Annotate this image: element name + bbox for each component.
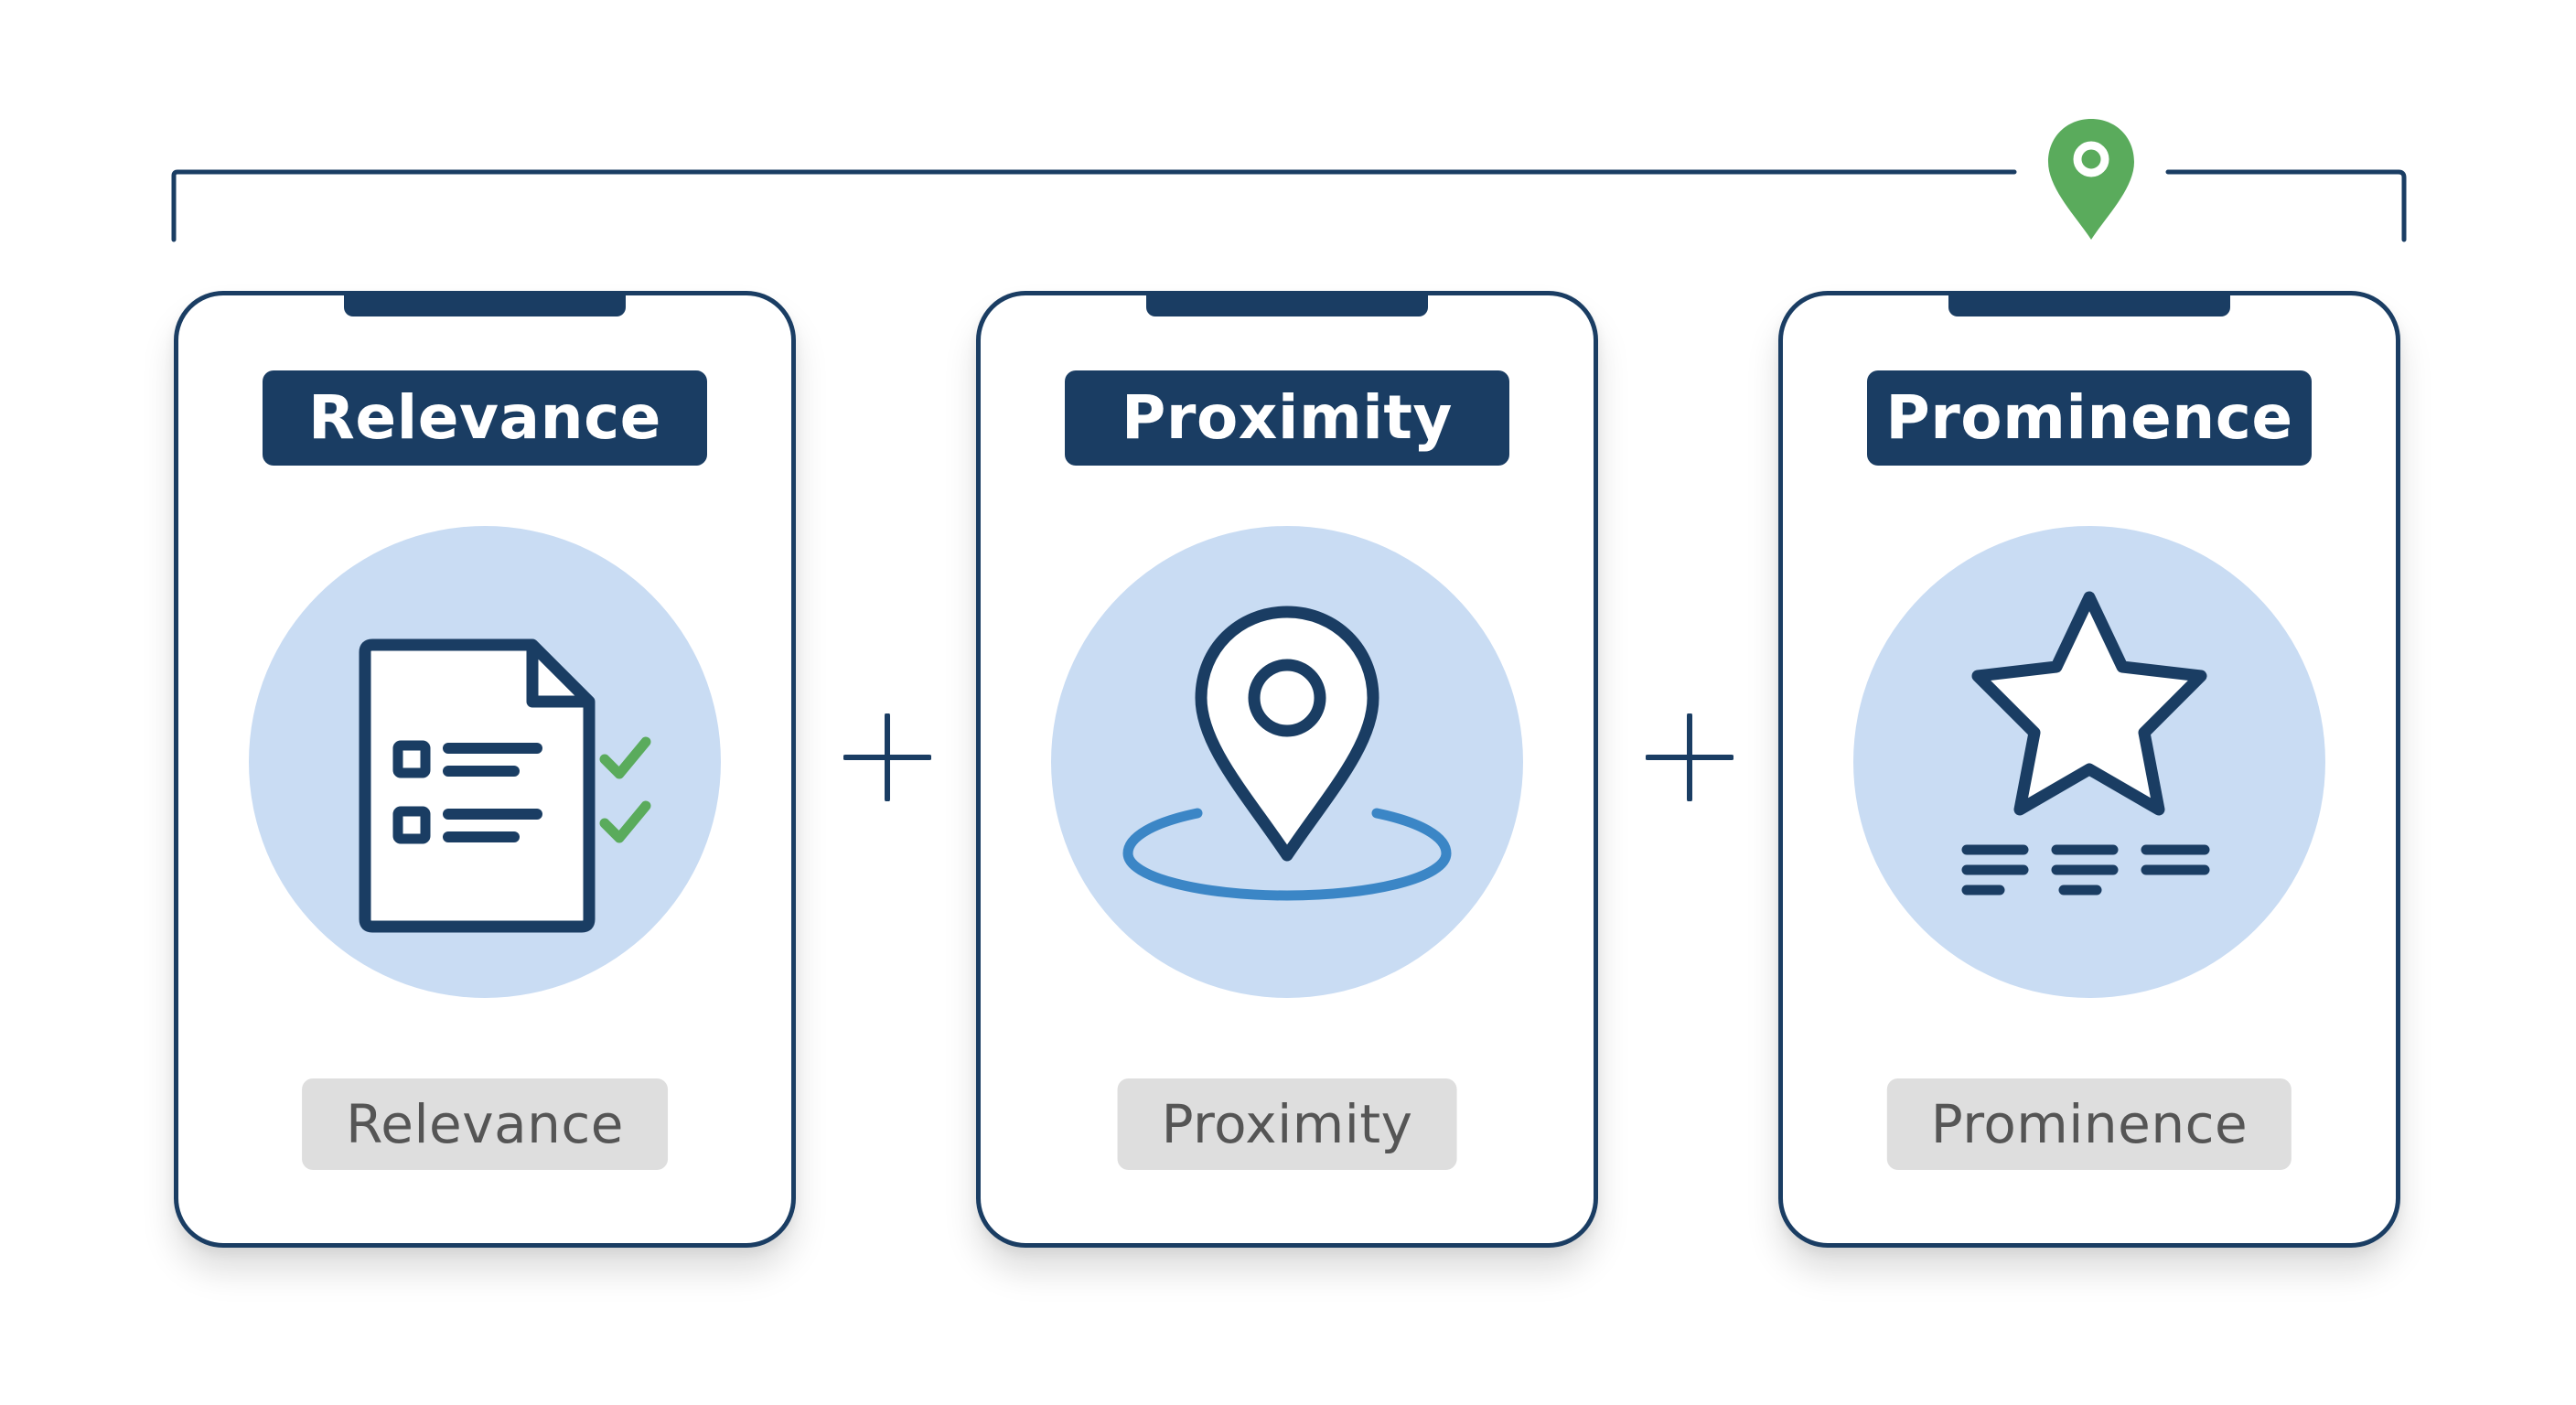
card-caption: Prominence: [1886, 1078, 2292, 1170]
card-tab: [1948, 291, 2230, 316]
card-tab: [344, 291, 626, 316]
card-title: Relevance: [263, 370, 707, 466]
prominence-card: Prominence Prominence: [1778, 291, 2400, 1248]
proximity-card: Proximity Proximity: [976, 291, 1598, 1248]
plus-icon: [843, 713, 931, 801]
relevance-card: Relevance Relevance: [174, 291, 796, 1248]
icon-circle: [249, 526, 721, 998]
document-checklist-icon: [359, 638, 651, 933]
location-pin-icon: [1122, 606, 1452, 901]
card-title: Prominence: [1867, 370, 2312, 466]
card-title: Proximity: [1065, 370, 1509, 466]
top-bracket: [171, 169, 2407, 242]
card-caption: Relevance: [302, 1078, 668, 1170]
plus-icon: [1646, 713, 1733, 801]
card-caption: Proximity: [1117, 1078, 1457, 1170]
icon-circle: [1051, 526, 1523, 998]
star-rating-icon: [1961, 591, 2210, 896]
icon-circle: [1853, 526, 2325, 998]
card-tab: [1146, 291, 1428, 316]
map-pin-icon: [2048, 119, 2134, 240]
